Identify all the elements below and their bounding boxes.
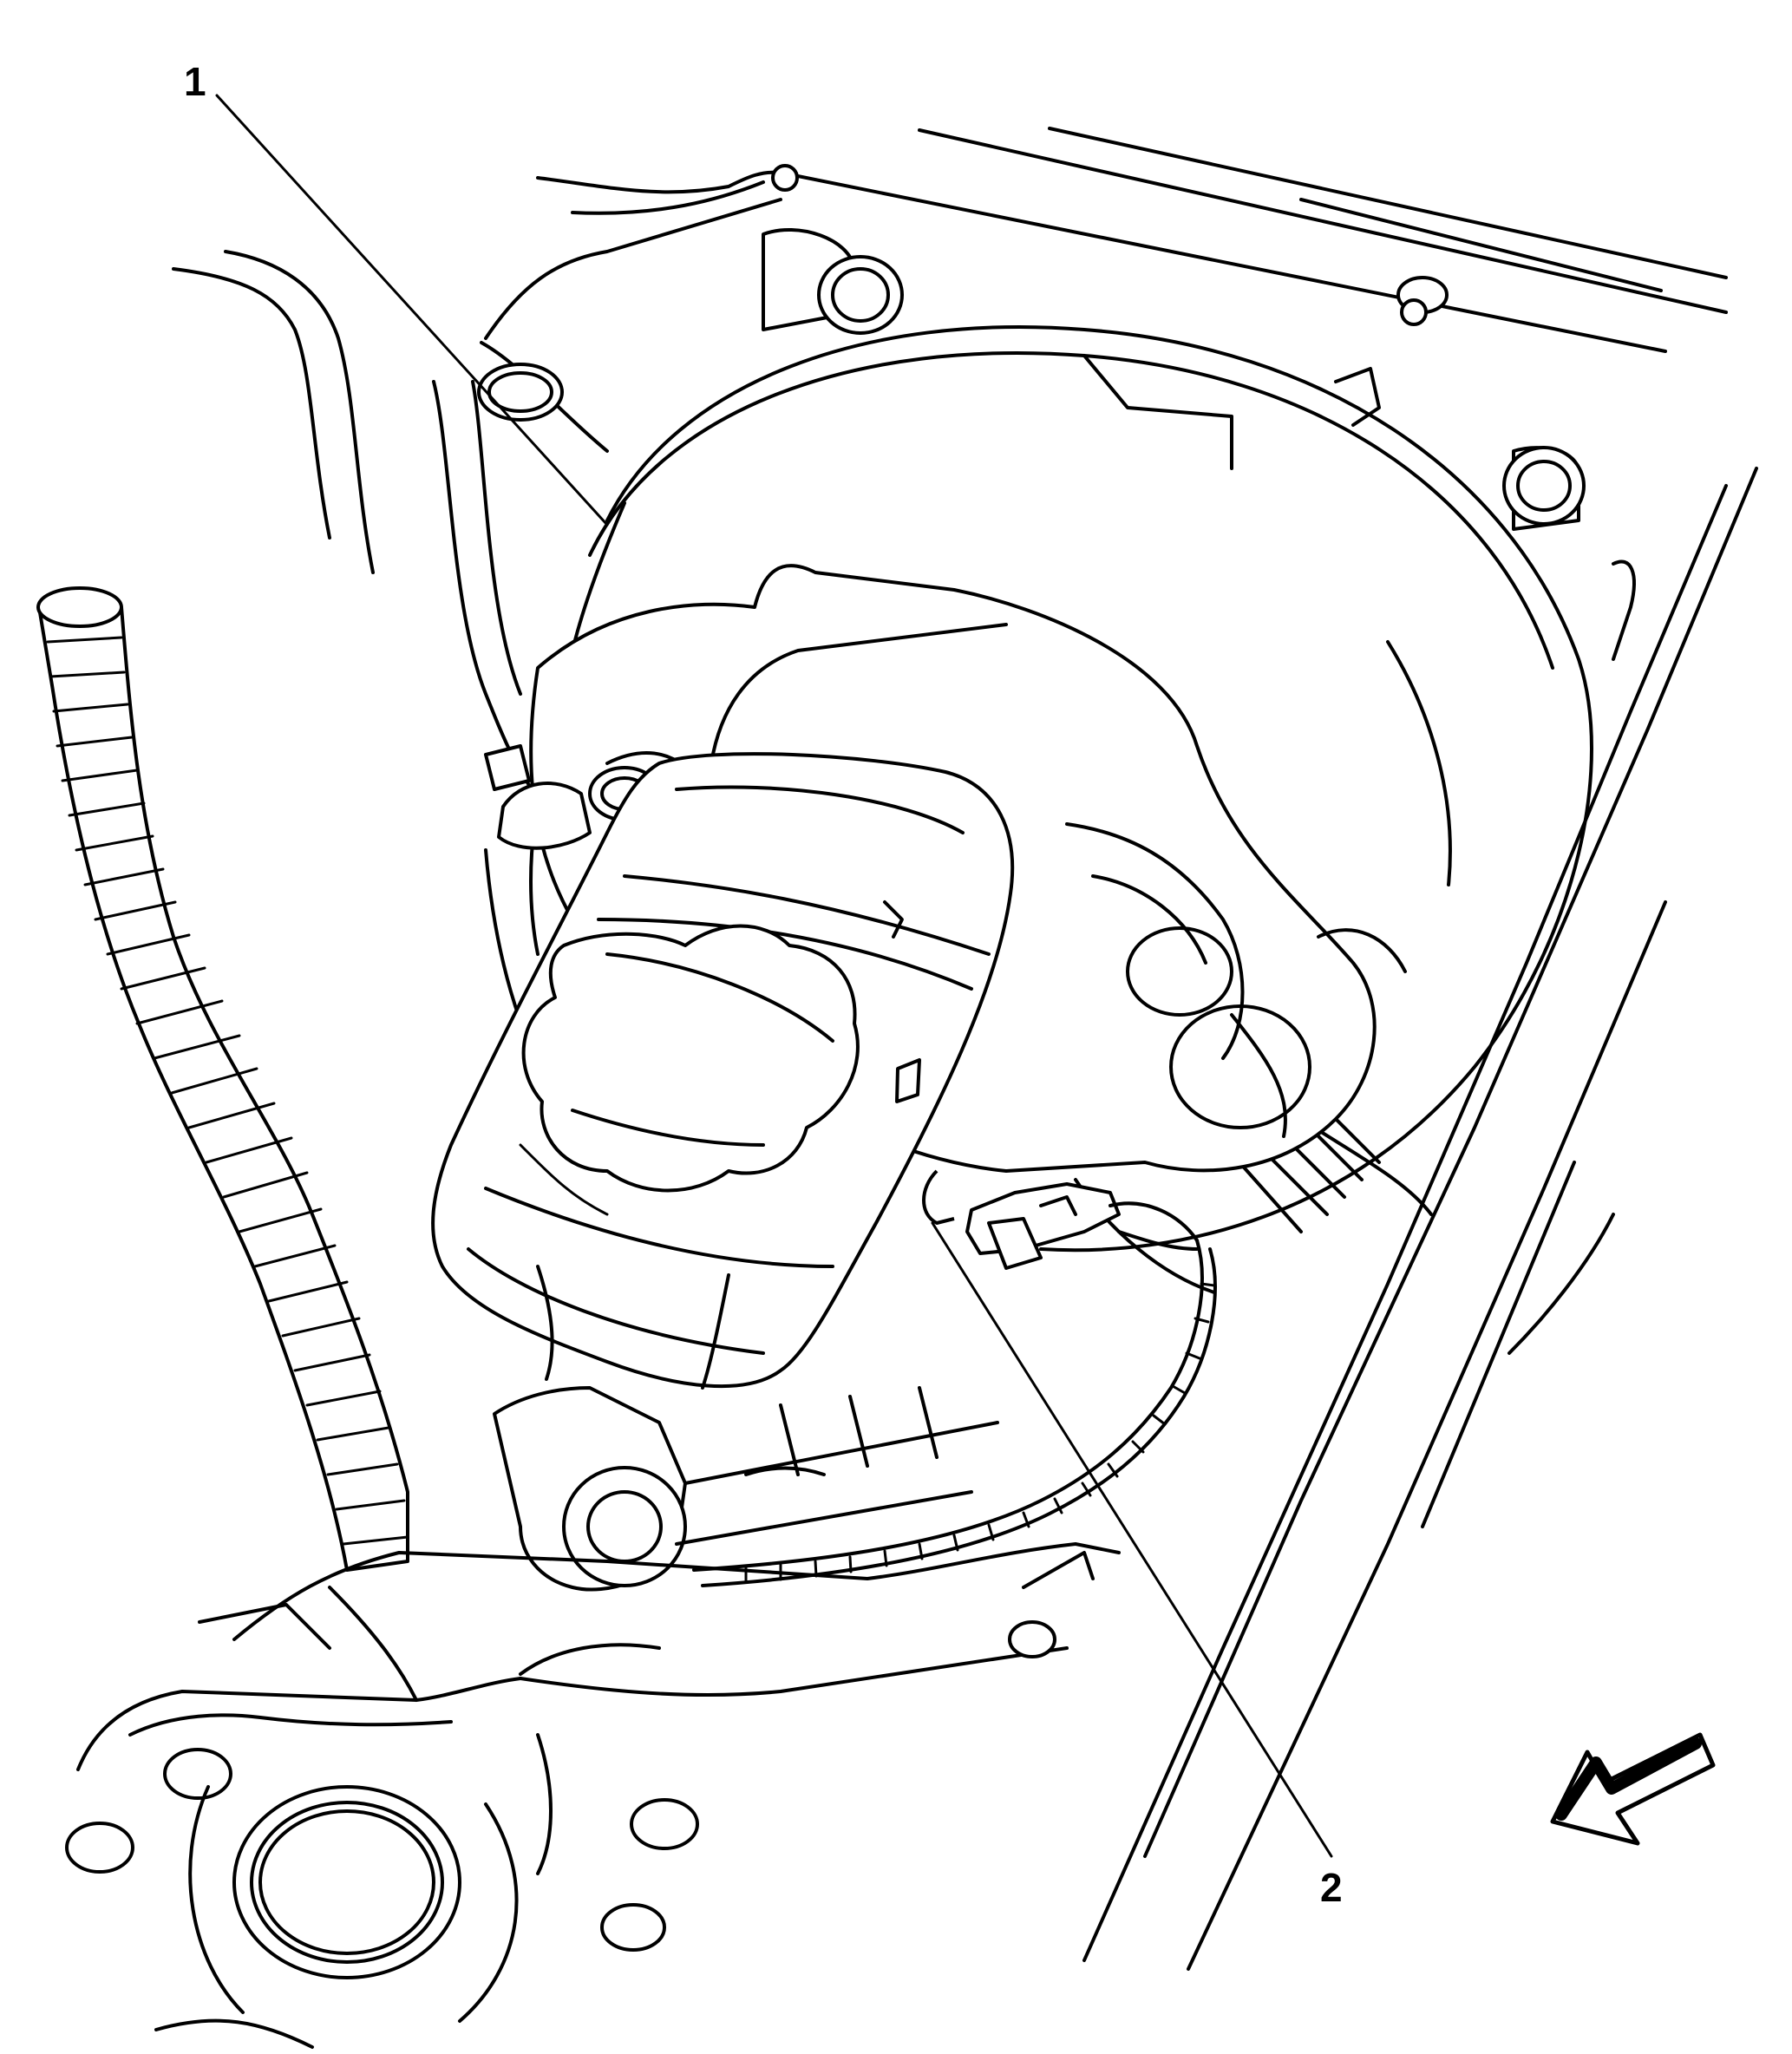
firewall-panel xyxy=(172,127,1728,808)
fluid-reservoir xyxy=(431,752,1015,1390)
mounting-studs xyxy=(762,228,1636,661)
fluid-level-sensor xyxy=(692,1169,1217,1587)
fender-edge xyxy=(1082,467,1758,1971)
lower-panel xyxy=(65,1542,1121,2049)
callout-label-1: 1 xyxy=(184,59,206,104)
callout-leaders xyxy=(215,94,1333,1858)
orientation-arrow-icon xyxy=(1550,1732,1716,1846)
wiring-harness xyxy=(36,586,409,1572)
master-cylinder-outlet xyxy=(493,1386,999,1592)
callout-label-2: 2 xyxy=(1320,1865,1343,1910)
